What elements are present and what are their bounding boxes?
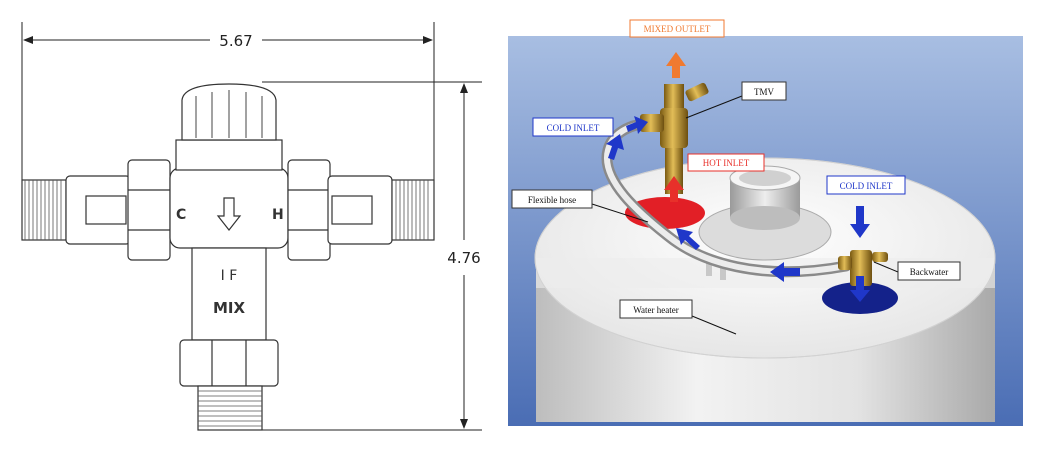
height-dimension-label: 4.76 — [447, 249, 480, 267]
label-water-heater: Water heater — [619, 299, 693, 319]
svg-text:Flexible hose: Flexible hose — [528, 195, 576, 205]
flow-arrows — [606, 52, 870, 302]
valve-technical-drawing: 5.67 4.76 — [21, 22, 482, 431]
svg-text:COLD INLET: COLD INLET — [840, 181, 893, 191]
label-flexible-hose: Flexible hose — [511, 189, 593, 209]
svg-text:MIXED OUTLET: MIXED OUTLET — [644, 24, 711, 34]
label-tmv: TMV — [741, 81, 787, 101]
hose-flow-arrow-2-icon — [676, 228, 700, 250]
mixed-outlet-arrow-icon — [666, 52, 686, 78]
installation-illustration: MIXED OUTLET TMV COLD INLET HOT INLET CO… — [508, 19, 1023, 426]
svg-text:HOT INLET: HOT INLET — [703, 158, 750, 168]
hose-flow-arrow-4-icon — [626, 116, 648, 134]
backwater-down-arrow-icon — [850, 276, 870, 302]
svg-text:Water heater: Water heater — [633, 305, 679, 315]
leader-lines — [591, 95, 899, 335]
width-dimension-line — [21, 22, 435, 182]
label-cold-inlet-right: COLD INLET — [826, 175, 906, 195]
cold-side-marking: C — [176, 207, 186, 223]
label-backwater: Backwater — [897, 261, 961, 281]
body-marking-if: I F — [221, 268, 238, 284]
valve-outline — [21, 83, 435, 431]
flue-collar — [698, 165, 832, 280]
width-dimension-label: 5.67 — [219, 32, 252, 50]
svg-text:TMV: TMV — [754, 87, 775, 97]
hot-inlet-arrow-icon — [664, 176, 684, 202]
svg-text:Backwater: Backwater — [910, 267, 948, 277]
backwater-valve — [838, 250, 888, 286]
label-cold-inlet-left: COLD INLET — [532, 117, 614, 137]
hose-flow-arrow-1-icon — [770, 262, 800, 282]
flow-direction-arrow-icon — [216, 197, 242, 231]
label-hot-inlet: HOT INLET — [687, 153, 765, 172]
cold-inlet-right-arrow-icon — [850, 206, 870, 238]
hose-flow-arrow-3-icon — [606, 134, 624, 160]
hot-side-marking: H — [272, 207, 284, 223]
height-dimension-line — [262, 81, 482, 431]
body-marking-mix: MIX — [213, 299, 246, 317]
svg-text:COLD INLET: COLD INLET — [547, 123, 600, 133]
label-mixed-outlet: MIXED OUTLET — [629, 19, 725, 38]
